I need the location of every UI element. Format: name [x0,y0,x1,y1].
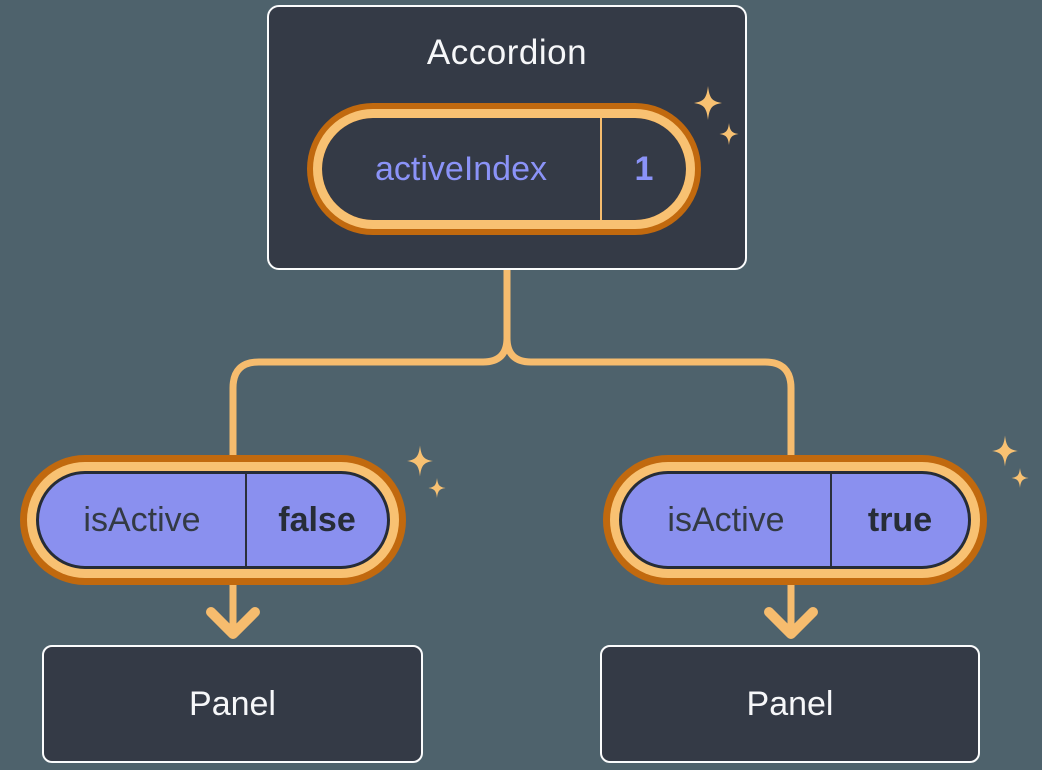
state-value: 1 [634,149,654,188]
connector-right-branch [503,268,795,631]
prop-key-right: isActive [667,500,785,539]
prop-pill-right: isActive true [619,471,971,569]
pill-divider [245,474,247,566]
accordion-component-box: Accordion [267,5,747,270]
pill-divider [830,474,832,566]
arrow-down-right-icon [764,607,818,639]
prop-value-left: false [278,500,356,539]
panel-label-right: Panel [746,684,834,723]
prop-value-right: true [867,500,933,539]
accordion-state-pill: activeIndex 1 [322,118,686,220]
prop-key-left: isActive [83,500,201,539]
connector-left-branch [229,268,511,631]
arrow-down-left-icon [206,607,260,639]
prop-pill-left: isActive false [36,471,390,569]
accordion-title: Accordion [426,33,588,72]
panel-box-left: Panel [42,645,423,763]
panel-label-left: Panel [189,684,276,723]
panel-box-right: Panel [600,645,980,763]
state-key: activeIndex [375,149,547,188]
pill-divider [600,118,602,220]
